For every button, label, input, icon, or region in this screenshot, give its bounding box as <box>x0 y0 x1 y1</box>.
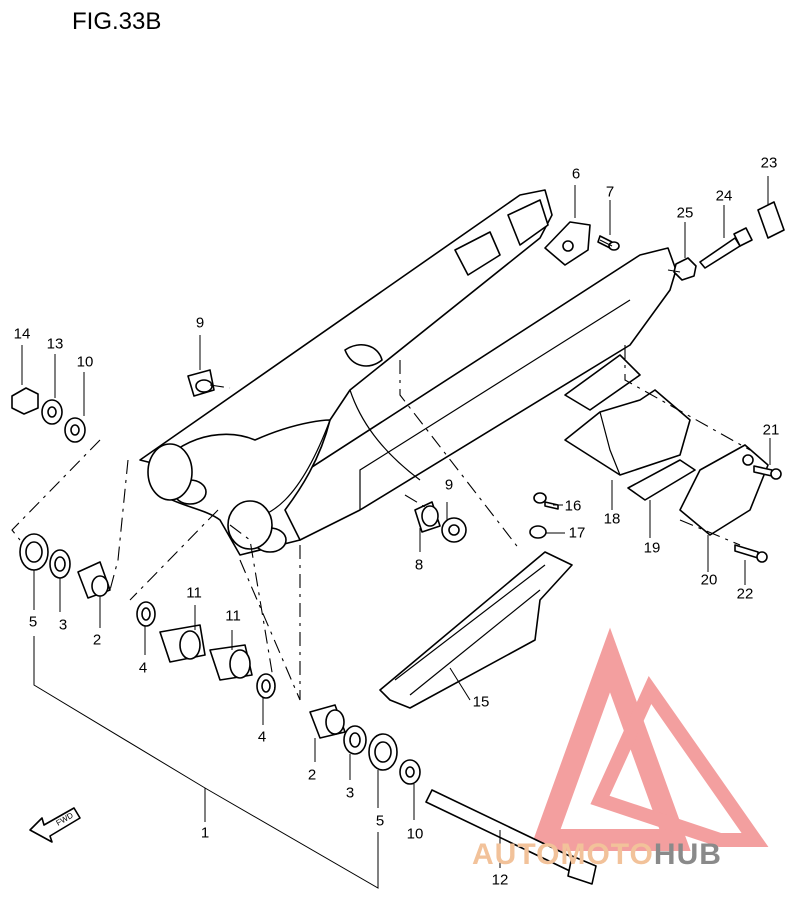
watermark-logo <box>529 627 769 851</box>
seal-part-5b <box>368 733 398 771</box>
washer-part-10b <box>399 759 421 785</box>
sleeve-part-11a <box>159 624 206 663</box>
bolt-part-21 <box>753 465 782 480</box>
callout-10a: 10 <box>76 353 94 371</box>
pivot-shaft-part-12 <box>425 789 597 885</box>
callout-6: 6 <box>571 165 581 183</box>
seal-part-3a <box>49 549 71 579</box>
callout-9a: 9 <box>195 314 205 332</box>
callout-16: 16 <box>564 497 582 515</box>
callout-14: 14 <box>13 325 31 343</box>
watermark-part1: AUTO <box>472 838 561 871</box>
callout-19: 19 <box>643 539 661 557</box>
callout-3a: 3 <box>58 616 68 634</box>
plate-part-6 <box>544 221 591 266</box>
callout-10b: 10 <box>406 825 424 843</box>
callout-7: 7 <box>605 183 615 201</box>
bearing-part-4a <box>136 601 156 627</box>
guide-pad-part-19 <box>627 459 696 501</box>
nut-part-25 <box>673 257 697 281</box>
seal-part-3b <box>343 725 367 755</box>
washer-part-10a <box>64 417 86 443</box>
callout-2b: 2 <box>307 766 317 784</box>
nut-part-14 <box>11 387 39 415</box>
bolt-part-24 <box>699 227 753 269</box>
forward-arrow-icon: FWD <box>29 807 81 843</box>
sleeve-part-11b <box>209 644 253 681</box>
callout-22: 22 <box>736 585 754 603</box>
watermark-part3: HUB <box>653 838 722 871</box>
callout-1: 1 <box>200 824 210 842</box>
callout-8: 8 <box>414 556 424 574</box>
cap-part-9a <box>187 369 215 397</box>
callout-4a: 4 <box>138 659 148 677</box>
chain-guide-part-18 <box>564 389 691 476</box>
callout-25: 25 <box>676 204 694 222</box>
callout-11a: 11 <box>186 584 202 602</box>
callout-20: 20 <box>700 571 718 589</box>
bearing-part-2b <box>309 704 346 739</box>
seal-part-5a <box>19 533 49 571</box>
watermark-part2: MOTO <box>560 838 654 871</box>
chain-slider-part-15 <box>379 551 573 709</box>
callout-5a: 5 <box>28 613 38 631</box>
cap-part-9b <box>441 517 467 543</box>
watermark-text: AUTOMOTOHUB <box>472 838 722 872</box>
callout-4b: 4 <box>257 728 267 746</box>
callout-11b: 11 <box>225 607 241 625</box>
callout-15: 15 <box>472 693 490 711</box>
callout-12: 12 <box>491 871 509 889</box>
bearing-part-8 <box>414 501 441 533</box>
screw-part-7 <box>597 235 620 251</box>
alignment-lines <box>11 239 751 701</box>
callout-21: 21 <box>762 421 780 439</box>
screw-part-16 <box>533 492 559 510</box>
callout-2a: 2 <box>92 631 102 649</box>
bearing-part-2a <box>77 561 111 599</box>
bolt-part-22 <box>734 544 768 563</box>
washer-part-17 <box>529 525 547 539</box>
clip-part-23 <box>757 201 785 239</box>
callout-3b: 3 <box>345 784 355 802</box>
bracket-part-20 <box>679 444 769 536</box>
callout-13: 13 <box>46 335 64 353</box>
callout-9b: 9 <box>444 476 454 494</box>
callout-24: 24 <box>715 187 733 205</box>
callout-5b: 5 <box>375 812 385 830</box>
bearing-part-4b <box>256 673 276 699</box>
leader-lines <box>21 176 771 889</box>
callout-23: 23 <box>760 154 778 172</box>
washer-part-13 <box>41 399 63 425</box>
callout-18: 18 <box>603 510 621 528</box>
swingarm <box>139 189 677 556</box>
figure-title: FIG.33B <box>72 8 162 35</box>
callout-17: 17 <box>568 524 586 542</box>
